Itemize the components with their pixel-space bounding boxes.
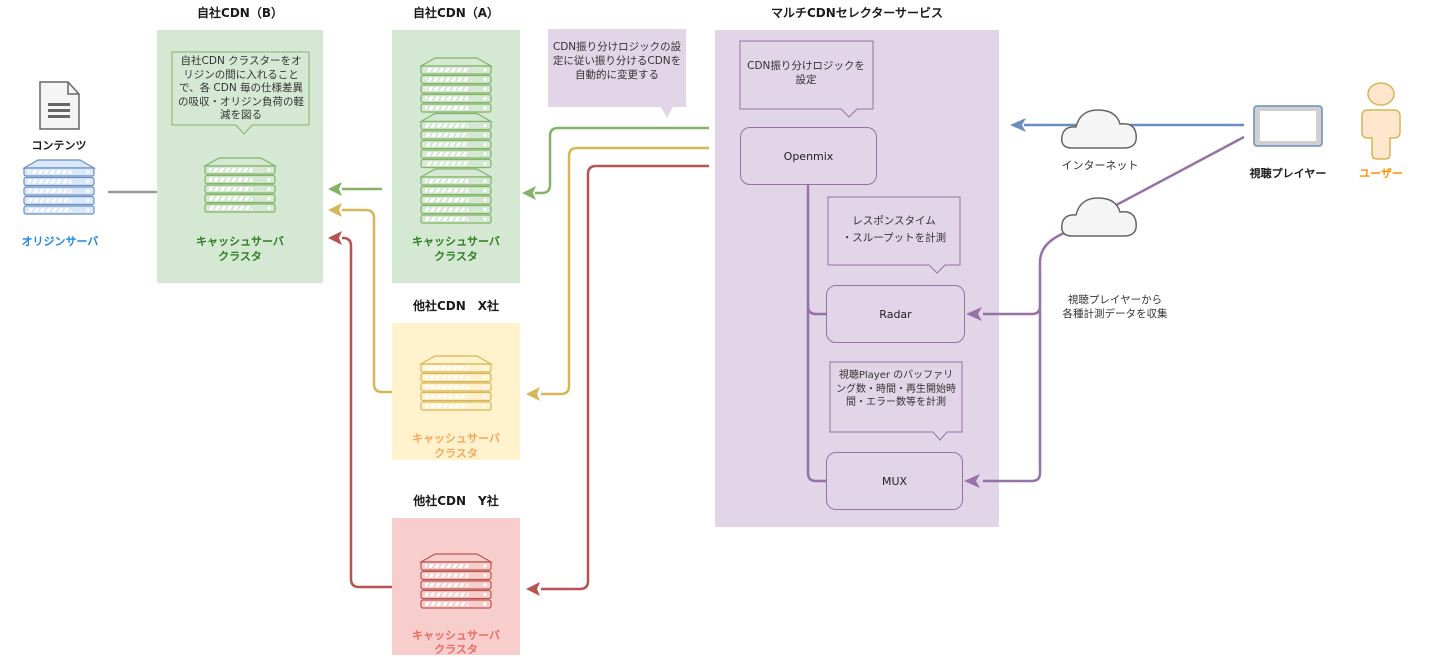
internet-label: インターネット	[1061, 159, 1139, 172]
cdn-b-title: 自社CDN（B）	[197, 6, 283, 20]
logic-note: CDN振り分けロジックを設定	[747, 60, 865, 86]
yellow-route-line	[541, 146, 709, 396]
content-label: コンテンツ	[31, 139, 87, 152]
cloud-icon	[1060, 197, 1137, 237]
cdn-y-cluster-label-2: クラスタ	[434, 643, 478, 656]
cdn-x-cluster-label-1: キャッシュサーバ	[412, 432, 500, 445]
internet-cloud-icon	[1060, 109, 1137, 149]
red-b-arrowhead	[328, 231, 342, 245]
cdn-b-cluster-label-2: クラスタ	[218, 250, 262, 263]
yellow-arrowhead	[526, 387, 540, 401]
mux-box[interactable]: MUX	[826, 452, 963, 510]
collect-note-line-1: 視聴プレイヤーから	[1067, 294, 1163, 306]
radar-box[interactable]: Radar	[826, 285, 965, 343]
cdn-y-cluster-label-1: キャッシュサーバ	[412, 629, 500, 642]
green-route-line	[535, 126, 709, 195]
mux-note: 視聴Player のバッファリング数・時間・再生開始時間・エラー数等を計測	[836, 370, 956, 408]
player-device-icon	[1253, 105, 1323, 147]
radar-note-line-2: ・スループットを計測	[841, 232, 947, 244]
blue-arrowhead	[1010, 118, 1026, 132]
cdn-b-cluster-label-1: キャッシュサーバ	[196, 235, 284, 248]
document-icon	[39, 81, 80, 130]
origin-server-icon	[21, 159, 97, 215]
cdn-y-title: 他社CDN Y社	[413, 494, 499, 508]
cdn-a-cluster-label-1: キャッシュサーバ	[412, 235, 500, 248]
green-b-arrowhead	[328, 182, 342, 196]
routing-note: CDN振り分けロジックの設定に従い振り分けるCDNを自動的に変更する	[552, 41, 682, 81]
red-route-line	[541, 164, 709, 591]
user-icon	[1361, 82, 1401, 160]
cdn-b-note: 自社CDN クラスターをオリジンの間に入れることで、各 CDN 毎の仕様差異の吸…	[178, 55, 304, 121]
cdn-x-cluster-label-2: クラスタ	[434, 447, 478, 460]
cdn-a-title: 自社CDN（A）	[412, 6, 500, 20]
yellow-b-arrowhead	[328, 203, 342, 217]
openmix-box[interactable]: Openmix	[740, 127, 877, 185]
yellow-b-link	[342, 208, 392, 394]
player-label: 視聴プレイヤー	[1249, 167, 1327, 180]
red-b-link	[342, 236, 392, 589]
selector-title: マルチCDNセレクターサービス	[770, 6, 944, 20]
origin-server-label: オリジンサーバ	[21, 235, 99, 248]
collect-note-line-2: 各種計測データを収集	[1062, 308, 1168, 320]
cdn-x-title: 他社CDN X社	[412, 299, 500, 313]
cdn-a-cluster-label-2: クラスタ	[434, 250, 478, 263]
green-arrowhead	[522, 186, 536, 200]
radar-note-line-1: レスポンスタイム	[852, 215, 936, 227]
mux-label: MUX	[881, 474, 908, 488]
red-arrowhead	[526, 582, 540, 596]
user-label: ユーザー	[1359, 167, 1403, 180]
radar-label: Radar	[879, 307, 912, 321]
openmix-label: Openmix	[783, 149, 834, 163]
